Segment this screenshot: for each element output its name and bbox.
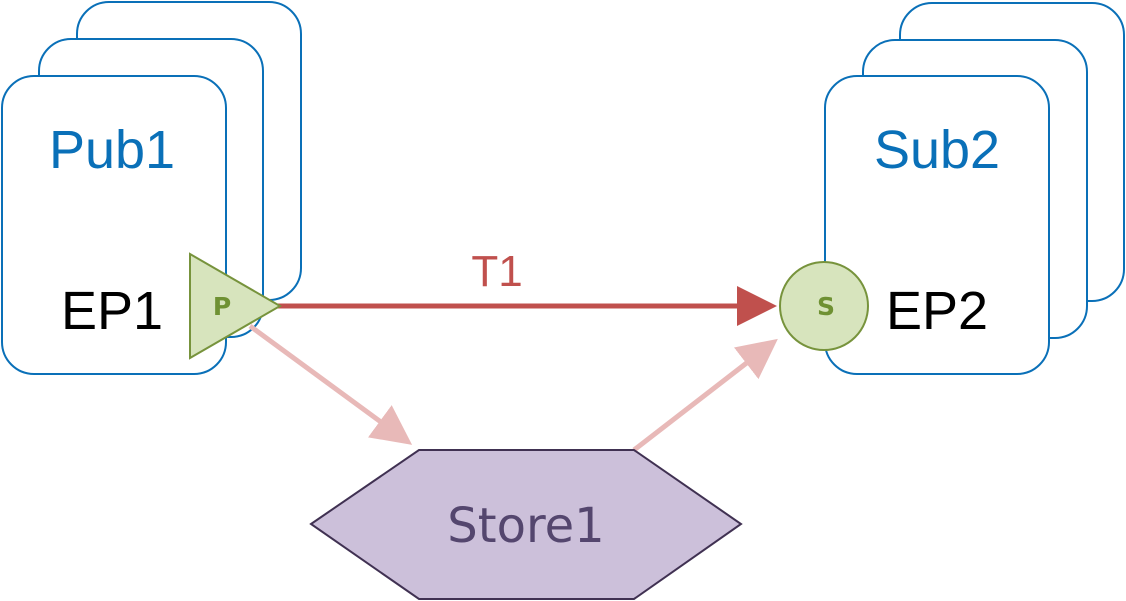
store: Store1: [309, 449, 743, 600]
subscriber-card-front: [824, 75, 1050, 375]
store-label: Store1: [447, 498, 604, 554]
subscriber-stack: Sub2 EP2: [824, 2, 1125, 375]
store-to-subscriber-arrow: [632, 338, 778, 452]
subscriber-endpoint-label: EP2: [886, 281, 988, 341]
publisher-name: Pub1: [49, 120, 175, 180]
topic-label: T1: [471, 247, 522, 296]
subscriber-marker: S: [779, 261, 869, 351]
store-hexagon: [309, 449, 743, 600]
subscriber-circle-icon: [779, 261, 869, 351]
publisher-triangle-icon: [189, 252, 282, 360]
publisher-marker: P: [189, 252, 282, 360]
subscriber-name: Sub2: [874, 120, 1000, 180]
publisher-card-front: [1, 75, 227, 375]
publisher-stack: Pub1 EP1: [1, 1, 302, 375]
subscriber-marker-label: S: [817, 292, 835, 321]
publish-to-store-arrow: [248, 323, 413, 445]
publisher-endpoint-label: EP1: [61, 281, 163, 341]
publisher-marker-label: P: [213, 292, 231, 321]
